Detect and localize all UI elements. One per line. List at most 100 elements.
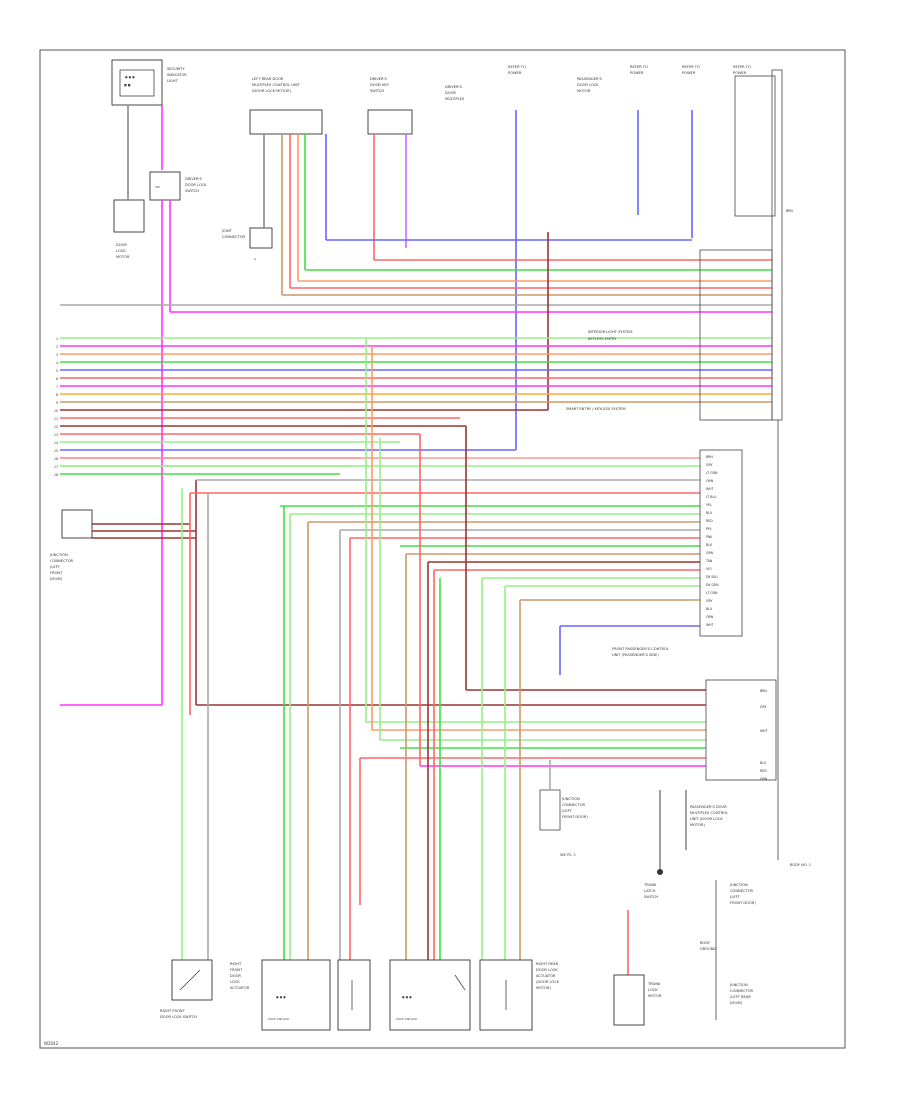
- svg-text:JOINT: JOINT: [221, 229, 233, 233]
- security-indicator-component: ● ● ● ■ ■ SECURITY INDICATOR LIGHT: [111, 59, 187, 106]
- svg-text:PASSENGER'S DOOR: PASSENGER'S DOOR: [690, 805, 727, 809]
- svg-text:MOTOR: MOTOR: [648, 994, 662, 998]
- svg-text:DOOR LOCK: DOOR LOCK: [577, 83, 599, 87]
- svg-text:RIGHT FRONT: RIGHT FRONT: [160, 1009, 185, 1013]
- svg-text:MOTOR): MOTOR): [690, 823, 705, 827]
- lower-bus-wires: [60, 338, 777, 905]
- junction-connector-right-bottom: JUNCTION CONNECTOR (LEFT FRONT DOOR) BOD…: [700, 880, 756, 1020]
- svg-text:POWER: POWER: [733, 71, 747, 75]
- svg-text:(DOOR LOCK: (DOOR LOCK: [536, 980, 560, 984]
- svg-text:REFER TO: REFER TO: [508, 65, 526, 69]
- svg-text:LT GRN: LT GRN: [706, 591, 718, 595]
- svg-text:LOCK: LOCK: [116, 249, 126, 253]
- svg-text:MOTOR: MOTOR: [577, 89, 591, 93]
- svg-text:FRONT: FRONT: [50, 571, 63, 575]
- svg-text:● ● ●: ● ● ●: [276, 995, 286, 999]
- svg-text:INTERIOR LIGHT SYSTEM: INTERIOR LIGHT SYSTEM: [588, 330, 632, 334]
- svg-text:LOCK UNLOCK: LOCK UNLOCK: [268, 1017, 290, 1021]
- svg-text:DOOR): DOOR): [50, 577, 63, 581]
- trunk-lock-component: TRUNK LOCK MOTOR: [613, 974, 662, 1026]
- svg-text:CONNECTOR: CONNECTOR: [730, 989, 754, 993]
- diagram-frame: [39, 49, 846, 1049]
- svg-text:LIGHT: LIGHT: [167, 79, 179, 83]
- front-passenger-control-unit-label: FRONT PASSENGER'S CONTROL UNIT (PASSENGE…: [559, 626, 669, 675]
- svg-text:GRY: GRY: [706, 463, 712, 467]
- svg-text:DOOR LOCK SWITCH: DOOR LOCK SWITCH: [160, 1015, 197, 1019]
- svg-text:TRUNK: TRUNK: [647, 982, 661, 986]
- svg-text:GRY: GRY: [760, 705, 766, 709]
- svg-text:18: 18: [54, 473, 58, 477]
- driver-door-key-switch: DRIVER'S DOOR KEY SWITCH: [367, 77, 413, 135]
- svg-text:GROUND: GROUND: [700, 947, 716, 951]
- right-rear-door-lock-actuator: ● ● ● LOCK UNLOCK RIGHT REAR DOOR LOCK A…: [389, 959, 560, 1031]
- svg-text:CONNECTOR: CONNECTOR: [50, 559, 74, 563]
- upper-right-labels: INTERIOR LIGHT SYSTEM KEYLESS ENTRY SMAR…: [566, 249, 773, 421]
- svg-text:MOTOR): MOTOR): [536, 986, 551, 990]
- svg-text:10: 10: [54, 409, 58, 413]
- svg-text:13: 13: [54, 433, 58, 437]
- svg-text:LEFT REAR DOOR: LEFT REAR DOOR: [252, 77, 284, 81]
- svg-text:YEL: YEL: [706, 503, 712, 507]
- svg-text:DK GRN: DK GRN: [706, 583, 719, 587]
- svg-text:■ ■: ■ ■: [124, 83, 131, 87]
- svg-text:WHT: WHT: [706, 623, 714, 627]
- svg-text:LOCK: LOCK: [648, 988, 658, 992]
- svg-text:DRIVER'S: DRIVER'S: [185, 177, 203, 181]
- svg-text:JUNCTION: JUNCTION: [561, 797, 580, 801]
- svg-text:DRIVER'S: DRIVER'S: [445, 85, 463, 89]
- svg-text:SECURITY: SECURITY: [167, 67, 185, 71]
- svg-text:ORN: ORN: [706, 615, 714, 619]
- svg-text:SEE PG. 3: SEE PG. 3: [560, 853, 576, 857]
- svg-text:POWER: POWER: [630, 71, 644, 75]
- figure-code: W2042: [44, 1041, 59, 1046]
- svg-text:SMART ENTRY / KEYLESS SYSTEM: SMART ENTRY / KEYLESS SYSTEM: [566, 407, 626, 411]
- svg-text:MOTOR: MOTOR: [116, 255, 130, 259]
- top-vertical-wires: [127, 105, 693, 705]
- right-front-door-lock-switch: RIGHT FRONT DOOR LOCK SWITCH: [160, 959, 213, 1019]
- right-front-door-lock-actuator: ● ● ● LOCK UNLOCK RIGHT FRONT DOOR LOCK …: [230, 959, 371, 1031]
- svg-text:1: 1: [56, 337, 58, 341]
- svg-text:FRONT: FRONT: [230, 968, 243, 972]
- svg-text:16: 16: [54, 457, 58, 461]
- svg-text:GRY: GRY: [706, 599, 712, 603]
- svg-text:DOOR LOCK: DOOR LOCK: [185, 183, 207, 187]
- svg-text:11: 11: [54, 417, 58, 421]
- svg-text:CONNECTOR: CONNECTOR: [222, 235, 246, 239]
- svg-text:RIGHT: RIGHT: [230, 962, 242, 966]
- svg-text:4: 4: [56, 361, 58, 365]
- svg-text:SWITCH: SWITCH: [185, 189, 199, 193]
- svg-text:5: 5: [56, 369, 58, 373]
- svg-text:FRONT PASSENGER'S CONTROL: FRONT PASSENGER'S CONTROL: [612, 647, 669, 651]
- svg-text:MULTIPLEX CONTROL UNIT: MULTIPLEX CONTROL UNIT: [252, 83, 301, 87]
- svg-text:MULTIPLEX CONTROL: MULTIPLEX CONTROL: [690, 811, 728, 815]
- svg-text:RED: RED: [760, 769, 767, 773]
- svg-text:6: 6: [56, 377, 58, 381]
- svg-text:KEYLESS ENTRY: KEYLESS ENTRY: [588, 337, 617, 341]
- svg-text:SW: SW: [155, 185, 160, 189]
- svg-text:TAN: TAN: [705, 559, 713, 563]
- svg-text:CONNECTOR: CONNECTOR: [562, 803, 586, 807]
- svg-text:INDICATOR: INDICATOR: [167, 73, 187, 77]
- svg-text:SWITCH: SWITCH: [370, 89, 384, 93]
- svg-text:LOCK: LOCK: [230, 980, 240, 984]
- svg-text:REFER TO: REFER TO: [733, 65, 751, 69]
- junction-connector-lower: JUNCTION CONNECTOR (LEFT FRONT DOOR) SEE…: [539, 760, 588, 857]
- svg-text:DOOR: DOOR: [116, 243, 127, 247]
- svg-text:LT GRN: LT GRN: [706, 471, 718, 475]
- svg-text:RED: RED: [706, 519, 713, 523]
- svg-text:(LEFT: (LEFT: [730, 895, 741, 899]
- svg-text:3: 3: [56, 353, 58, 357]
- svg-text:2: 2: [56, 345, 58, 349]
- passenger-multiplex-control-unit: BRN GRY WHT BLU RED GRN PASSENGER'S DOOR…: [690, 689, 768, 827]
- svg-text:BLK: BLK: [706, 543, 713, 547]
- svg-text:POWER: POWER: [682, 71, 696, 75]
- svg-text:● ● ●: ● ● ●: [125, 75, 135, 79]
- svg-text:DOOR: DOOR: [445, 91, 456, 95]
- svg-text:DOOR KEY: DOOR KEY: [370, 83, 390, 87]
- svg-text:14: 14: [54, 441, 58, 445]
- svg-text:15: 15: [54, 449, 58, 453]
- svg-text:BODY: BODY: [700, 941, 711, 945]
- svg-text:BLU: BLU: [760, 761, 767, 765]
- svg-text:REFER TO: REFER TO: [630, 65, 648, 69]
